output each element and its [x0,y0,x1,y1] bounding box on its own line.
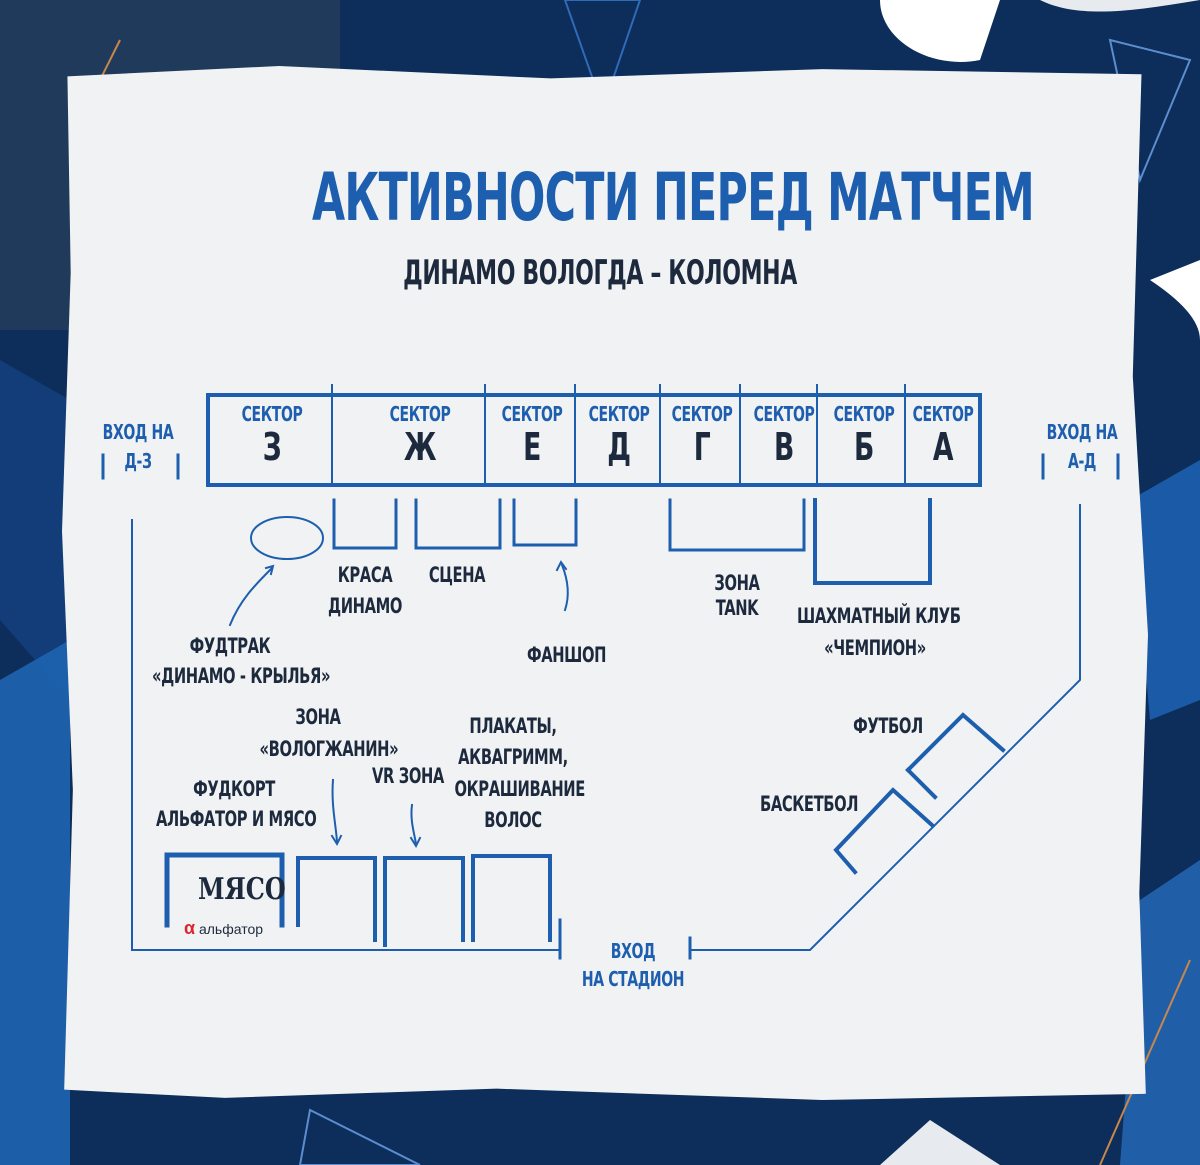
entrance-stadium-line1: ВХОД [610,939,656,963]
page-title: АКТИВНОСТИ ПЕРЕД МАТЧЕМ [312,159,1035,236]
zone-label: ОКРАШИВАНИЕ [454,777,586,801]
entrance-stadium-line2: НА СТАДИОН [581,967,685,991]
zone-label: АКВАГРИММ, [458,745,568,769]
zone-basketball: БАСКЕТБОЛ [760,792,859,816]
sector-letter: З [262,425,282,469]
zone-label: TANK [715,596,759,620]
sector-label: СЕКТОР [241,402,303,426]
zone-vr: VR ЗОНА [372,764,444,788]
zone-label: «ЧЕМПИОН» [824,636,926,660]
zone-label: «ДИНАМО - КРЫЛЬЯ» [152,664,331,688]
sector-label: СЕКТОР [389,402,451,426]
entrance-right-line2: А-Д [1067,449,1097,473]
sector-label: СЕКТОР [501,402,563,426]
zone-label: ПЛАКАТЫ, [469,714,557,738]
sector-letter: Ж [403,425,437,469]
sector-label: СЕКТОР [671,402,733,426]
alfator-mark-icon: α [184,918,196,938]
zone-football: ФУТБОЛ [853,714,923,738]
sector-label: СЕКТОР [833,402,895,426]
zone-label: КРАСА [337,563,393,587]
sector-letter: Г [693,425,711,469]
zone-label: АЛЬФАТОР И МЯСО [156,807,317,831]
sector-letter: Б [854,425,874,469]
sector-letter: Е [523,425,541,469]
zone-label: ВОЛОС [484,808,542,832]
zone-fanshop: ФАНШОП [527,643,607,667]
zone-label: ДИНАМО [327,594,403,618]
sector-letter: В [774,425,794,469]
zone-scena: СЦЕНА [428,563,486,587]
entrance-left-line2: Д-З [124,449,152,473]
sector-letter: А [932,425,954,469]
match-subtitle: ДИНАМО ВОЛОГДА – КОЛОМНА [403,253,797,293]
zone-label: ШАХМАТНЫЙ КЛУБ [797,604,961,628]
zone-label: ЗОНА [295,705,341,729]
zone-label: ФУДТРАК [189,634,271,658]
entrance-right-line1: ВХОД НА [1046,420,1118,444]
sector-label: СЕКТОР [588,402,650,426]
zone-label: ЗОНА [714,571,760,595]
zone-label: ФУДКОРТ [193,777,275,801]
meso-logo: МЯСО [198,872,286,907]
alfator-logo-text: альфатор [198,921,264,937]
zone-label: «ВОЛОГЖАНИН» [259,737,399,761]
entrance-left-line1: ВХОД НА [102,420,174,444]
alfator-logo: α альфатор [184,918,263,939]
sector-letter: Д [607,425,631,469]
sector-label: СЕКТОР [912,402,974,426]
sector-label: СЕКТОР [753,402,815,426]
